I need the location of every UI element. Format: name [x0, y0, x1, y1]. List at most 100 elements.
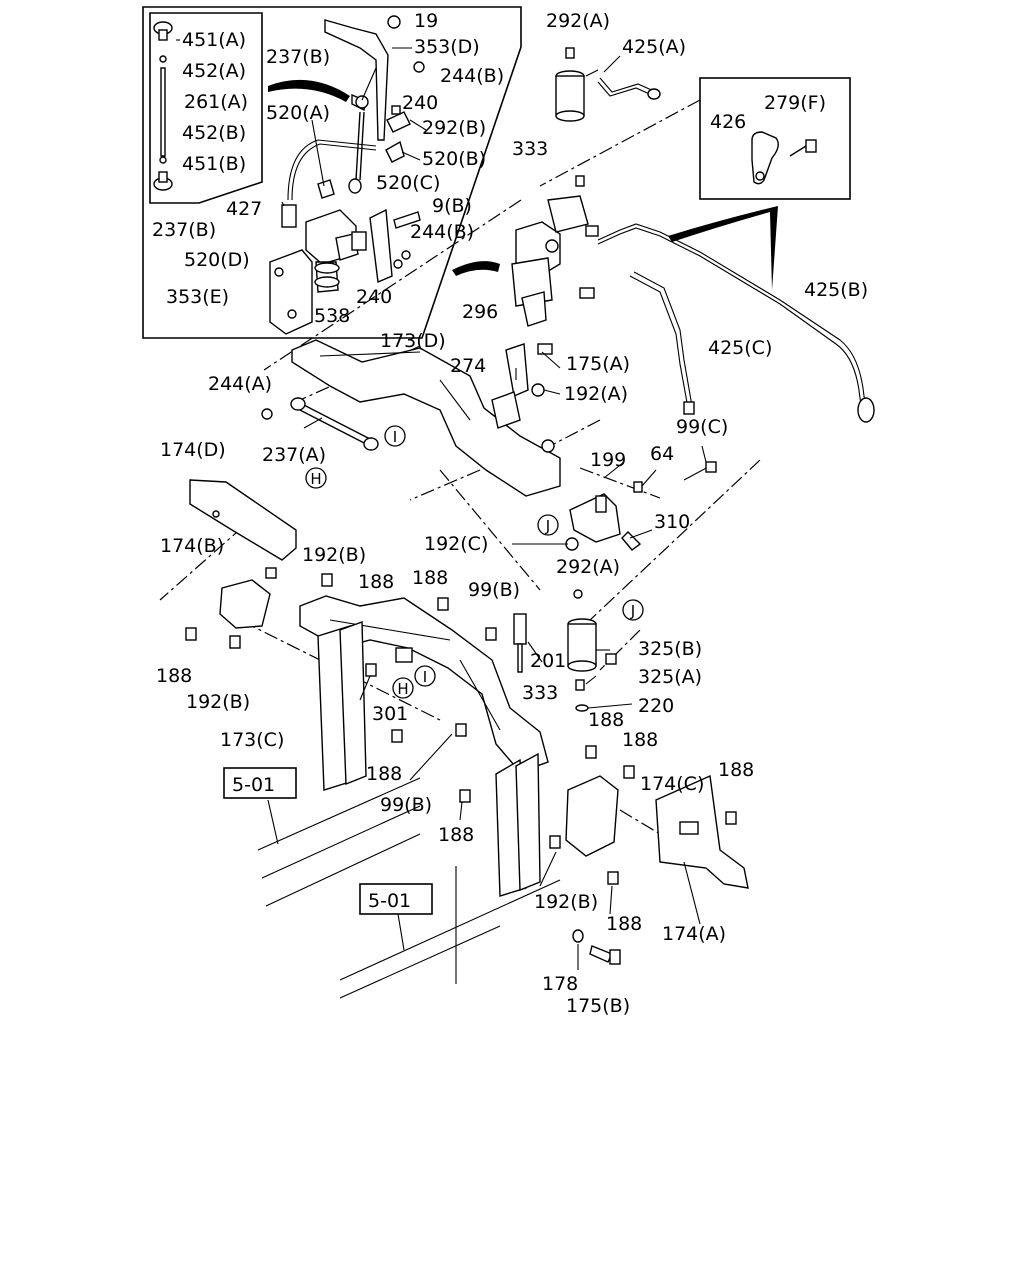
inset-frame-rod: [149, 12, 263, 204]
svg-text:J: J: [545, 517, 550, 535]
label-237b-inset: 237(B): [266, 46, 330, 68]
label-301: 301: [372, 703, 408, 725]
panel-174d: [189, 479, 297, 561]
ref-box-501-b: [359, 883, 433, 915]
label-538: 538: [314, 305, 350, 327]
air-spring-333-lower: [567, 589, 617, 712]
bolts: [185, 439, 737, 885]
label-325a: 325(A): [638, 666, 702, 688]
inset-frame-clamp: [699, 77, 851, 200]
label-274: 274: [450, 355, 486, 377]
label-425b: 425(B): [804, 279, 868, 301]
bracket-174c: [565, 775, 619, 857]
rod-237a: [261, 397, 379, 451]
label-99b-lower: 99(B): [380, 794, 432, 816]
bolt-175b: [589, 945, 621, 965]
label-237a: 237(A): [262, 444, 326, 466]
clamp-279f: [751, 131, 817, 185]
label-452b: 452(B): [182, 122, 246, 144]
label-353d: 353(D): [414, 36, 480, 58]
label-237b-outer: 237(B): [152, 219, 216, 241]
label-175b: 175(B): [566, 995, 630, 1017]
label-174a: 174(A): [662, 923, 726, 945]
label-178: 178: [542, 973, 578, 995]
label-99c: 99(C): [676, 416, 728, 438]
callout-wedge-3: [668, 206, 778, 290]
label-19: 19: [414, 10, 438, 32]
rod-assembly: [153, 21, 173, 191]
label-188-center-right: 188: [622, 729, 658, 751]
label-244b-mid: 244(B): [410, 221, 474, 243]
label-244b-top: 244(B): [440, 65, 504, 87]
label-520c: 520(C): [376, 172, 440, 194]
valve-assembly-inset: [269, 15, 425, 335]
label-244a: 244(A): [208, 373, 272, 395]
washer-178: [572, 929, 584, 943]
pipe-425: [597, 77, 875, 423]
label-192b-left: 192(B): [186, 691, 250, 713]
label-333-lower: 333: [522, 682, 558, 704]
label-220: 220: [638, 695, 674, 717]
label-188-lower-mid: 188: [438, 824, 474, 846]
label-99b-upper: 99(B): [468, 579, 520, 601]
label-9b: 9(B): [432, 195, 472, 217]
label-292b: 292(B): [422, 117, 486, 139]
bracket-199: [569, 493, 621, 543]
label-520a: 520(A): [266, 102, 330, 124]
label-175a: 175(A): [566, 353, 630, 375]
air-spring-333-top: [555, 47, 585, 122]
svg-text:I: I: [393, 428, 397, 446]
label-333-top: 333: [512, 138, 548, 160]
label-240-top: 240: [402, 92, 438, 114]
label-325b: 325(B): [638, 638, 702, 660]
label-451a: 451(A): [182, 29, 246, 51]
label-192a: 192(A): [564, 383, 628, 405]
svg-text:H: H: [310, 470, 321, 488]
inset-frame-left: [142, 6, 522, 339]
ref-box-501-a: [223, 767, 297, 799]
label-199: 199: [590, 449, 626, 471]
label-425a: 425(A): [622, 36, 686, 58]
shock-201: [513, 613, 527, 673]
label-188-upper-mid: 188: [412, 567, 448, 589]
label-192b-lower: 192(B): [534, 891, 598, 913]
label-188-upper-left: 188: [358, 571, 394, 593]
svg-text:I: I: [423, 668, 427, 686]
label-188-center: 188: [588, 709, 624, 731]
part-labels: 451(A) 452(A) 261(A) 452(B) 451(B) 237(B…: [152, 10, 868, 1017]
label-261a: 261(A): [184, 91, 248, 113]
label-174c: 174(C): [640, 773, 704, 795]
bracket-296: [505, 343, 529, 397]
svg-text:H: H: [397, 680, 408, 698]
label-192c: 192(C): [424, 533, 488, 555]
dash-lines: [159, 99, 761, 871]
label-173d: 173(D): [380, 330, 446, 352]
label-174b: 174(B): [160, 535, 224, 557]
label-174d: 174(D): [160, 439, 226, 461]
label-240-bottom: 240: [356, 286, 392, 308]
callout-wedge-2: [452, 261, 500, 276]
valve-unit-top: [511, 175, 599, 327]
label-296: 296: [462, 301, 498, 323]
label-426: 426: [710, 111, 746, 133]
label-310: 310: [654, 511, 690, 533]
label-292a-top: 292(A): [546, 10, 610, 32]
label-279f: 279(F): [764, 92, 826, 114]
label-451b: 451(B): [182, 153, 246, 175]
bracket-274: [491, 391, 521, 429]
label-201: 201: [530, 650, 566, 672]
label-520d: 520(D): [184, 249, 250, 271]
callout-wedge-1: [268, 79, 350, 102]
ref-501-a: 5-01: [232, 774, 275, 796]
label-192b-upper: 192(B): [302, 544, 366, 566]
svg-text:J: J: [630, 602, 635, 620]
label-188-lower-right: 188: [606, 913, 642, 935]
label-188-left: 188: [156, 665, 192, 687]
label-427: 427: [226, 198, 262, 220]
label-425c: 425(C): [708, 337, 772, 359]
label-188-lower-left: 188: [366, 763, 402, 785]
label-64: 64: [650, 443, 674, 465]
marker-h: H H: [305, 467, 414, 699]
ref-501-b: 5-01: [368, 890, 411, 912]
